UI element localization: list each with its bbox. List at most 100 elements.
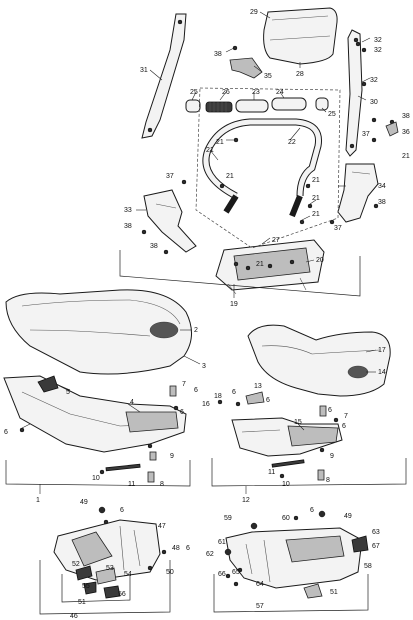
- callout-49-left: 49: [80, 499, 88, 506]
- callout-11: 11: [128, 481, 135, 488]
- callout-47: 47: [158, 523, 166, 530]
- callout-28: 28: [296, 71, 304, 78]
- callout-37-left: 37: [166, 173, 174, 180]
- callout-52: 52: [72, 561, 80, 568]
- callout-53: 53: [106, 565, 114, 572]
- callout-7: 7: [182, 381, 186, 388]
- callout-24: 24: [276, 89, 284, 96]
- callout-21-f: 21: [312, 195, 320, 202]
- callout-6-d: 6: [232, 389, 236, 396]
- callout-26: 26: [222, 89, 230, 96]
- latch-assembly-left: [75, 565, 121, 599]
- callout-25-right: 25: [328, 111, 336, 118]
- driver-seat-base: [3, 375, 187, 453]
- callout-65: 65: [232, 569, 240, 576]
- callout-6-b: 6: [180, 409, 184, 416]
- callout-32b: 32: [374, 47, 382, 54]
- group-bracket-57: [213, 574, 369, 613]
- callout-6-h: 6: [120, 507, 124, 514]
- callout-51-right: 51: [330, 589, 338, 596]
- grab-bar-tube: [202, 118, 323, 218]
- callout-38-right: 38: [402, 113, 410, 120]
- callout-38-left: 38: [124, 223, 132, 230]
- passenger-seat-cushion: [247, 324, 391, 397]
- callout-9-b: 9: [330, 453, 334, 460]
- callout-18: 18: [214, 393, 222, 400]
- hardware-bolts-top: [141, 41, 399, 267]
- grab-bar-rollers: [185, 97, 329, 113]
- callout-2: 2: [194, 327, 198, 334]
- callout-21-g: 21: [312, 211, 320, 218]
- callout-8: 8: [160, 481, 164, 488]
- callout-37-right: 37: [362, 131, 370, 138]
- callout-14: 14: [378, 369, 386, 376]
- backrest-pad: [263, 7, 338, 65]
- callout-23: 23: [252, 89, 260, 96]
- left-storage-housing: [53, 506, 167, 581]
- callout-numbers: 29 32 32 38 28 35 31 32 25 26 23 24 30 2…: [4, 9, 410, 620]
- callout-19: 19: [230, 301, 238, 308]
- callout-8-b: 8: [326, 477, 330, 484]
- callout-54: 54: [124, 571, 132, 578]
- callout-11-b: 11: [268, 469, 275, 476]
- callout-60: 60: [282, 515, 290, 522]
- callout-38-right-low: 38: [378, 199, 386, 206]
- callout-20: 20: [316, 257, 324, 264]
- right-grab-bracket: [337, 163, 379, 223]
- callout-32c: 32: [370, 77, 378, 84]
- callout-10: 10: [92, 475, 100, 482]
- callout-67: 67: [372, 543, 380, 550]
- group-bracket-12: [211, 458, 407, 487]
- right-upright-bracket: [345, 29, 363, 157]
- callout-1: 1: [36, 497, 40, 504]
- callout-13: 13: [254, 383, 262, 390]
- callout-6-g: 6: [342, 423, 346, 430]
- callout-35: 35: [264, 73, 272, 80]
- callout-49-right: 49: [344, 513, 352, 520]
- callout-12: 12: [242, 497, 250, 504]
- callout-21-a: 21: [216, 139, 224, 146]
- callout-3: 3: [202, 363, 206, 370]
- callout-21-b: 21: [402, 153, 410, 160]
- callout-55: 55: [82, 583, 90, 590]
- seat-clip: [37, 375, 59, 393]
- callout-37-mid: 37: [334, 225, 342, 232]
- driver-seat-cushion: [5, 289, 192, 375]
- callout-33: 33: [124, 207, 132, 214]
- backrest-latch: [229, 57, 263, 79]
- callout-34: 34: [378, 183, 386, 190]
- group-bracket-1: [5, 460, 191, 487]
- passenger-seat-base: [231, 417, 343, 457]
- callout-63: 63: [372, 529, 380, 536]
- callout-9: 9: [170, 453, 174, 460]
- callout-38-top: 38: [214, 51, 222, 58]
- group-bracket-19: [119, 250, 361, 297]
- callout-59: 59: [224, 515, 232, 522]
- callout-leaders: [21, 11, 377, 431]
- callout-38-left-low: 38: [150, 243, 158, 250]
- callout-16: 16: [202, 401, 210, 408]
- left-grab-bracket: [143, 189, 197, 253]
- left-upright-bracket: [141, 13, 187, 139]
- callout-61: 61: [218, 539, 226, 546]
- callout-50: 50: [166, 569, 174, 576]
- callout-17: 17: [378, 347, 386, 354]
- callout-58: 58: [364, 563, 372, 570]
- group-bracket-51: [61, 574, 131, 603]
- callout-27: 27: [272, 237, 280, 244]
- callout-15: 15: [294, 419, 302, 426]
- callout-6-j: 6: [310, 507, 314, 514]
- callout-36: 36: [402, 129, 410, 136]
- latch-rod: [105, 463, 141, 472]
- callout-29: 29: [250, 9, 258, 16]
- callout-6-c: 6: [4, 429, 8, 436]
- callout-62: 62: [206, 551, 214, 558]
- callout-21-h: 21: [256, 261, 264, 268]
- callout-7-b: 7: [344, 413, 348, 420]
- callout-46: 46: [70, 613, 78, 620]
- callout-6-e: 6: [266, 397, 270, 404]
- callout-51-left: 51: [78, 599, 86, 606]
- callout-56: 56: [118, 591, 126, 598]
- callout-4: 4: [130, 399, 134, 406]
